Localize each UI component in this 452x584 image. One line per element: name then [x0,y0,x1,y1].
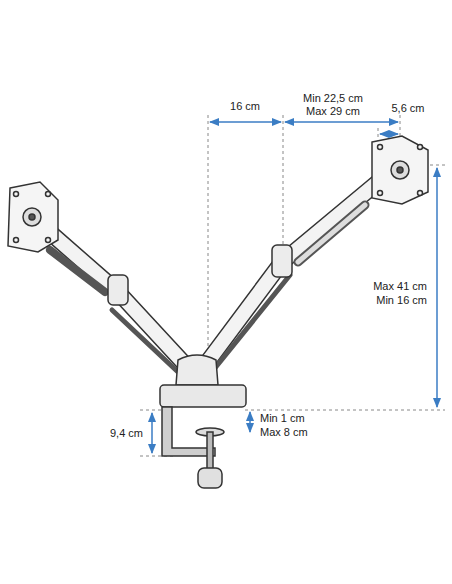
clamp-base [160,355,246,488]
reference-lines [140,115,445,456]
dimension-label: Max 29 cm [304,105,362,118]
vesa-plates [8,136,428,252]
dimension-arrows [152,122,437,453]
dimension-label: 16 cm [228,100,262,113]
arms [38,168,395,372]
dimension-label: 9,4 cm [108,427,145,440]
dimension-label: Min 1 cm [258,412,307,425]
dimension-label: 5,6 cm [389,102,426,115]
dimension-label: Min 16 cm [374,294,429,307]
dimension-label: Max 8 cm [258,426,310,439]
elbow-joints [108,245,292,305]
dimension-label: Min 22,5 cm [301,92,365,105]
dimension-label: Max 41 cm [371,280,429,293]
